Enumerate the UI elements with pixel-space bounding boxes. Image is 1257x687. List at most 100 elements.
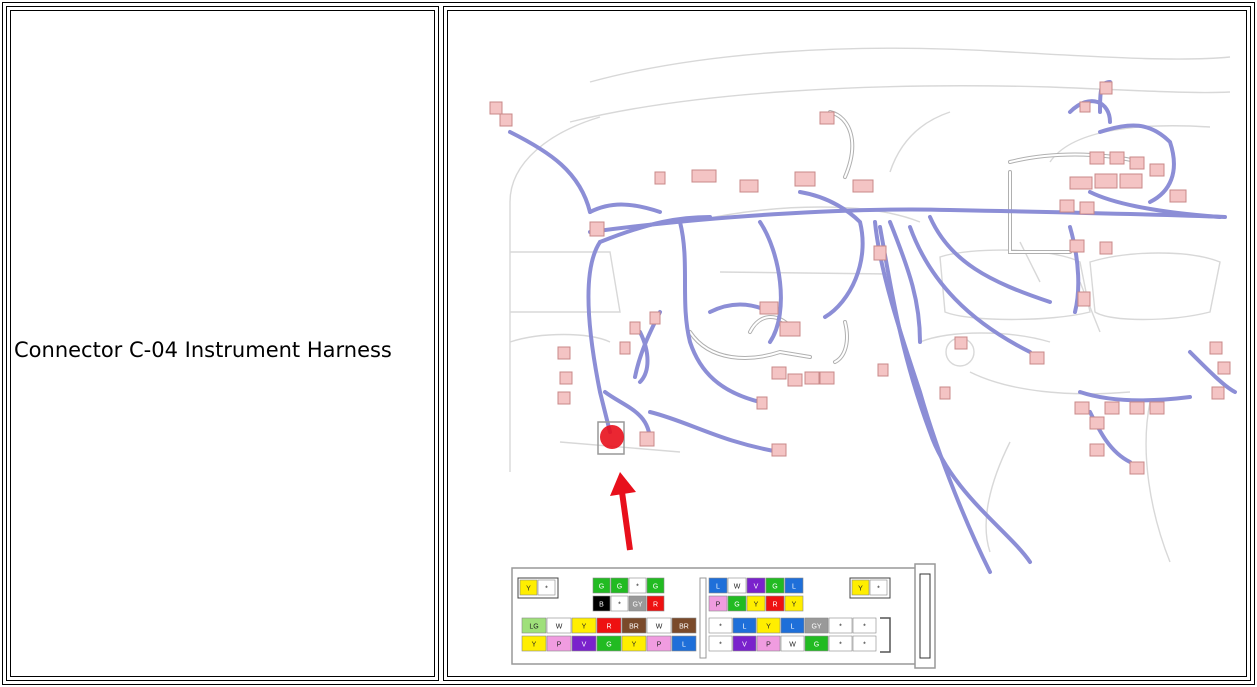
lower-left-row1-pin: LG [521, 617, 547, 634]
lower-right-row2-pin-label: * [863, 642, 866, 649]
lower-left-row1-pin: BR [621, 617, 647, 634]
lower-right-row1-pin: * [852, 617, 877, 634]
connector-label: Connector C-04 Instrument Harness [14, 338, 392, 362]
upper-left-row2-pin: GY [628, 595, 647, 612]
lower-left-row1-pin: BR [671, 617, 697, 634]
lower-right-row2-pin-label: * [719, 642, 722, 649]
upper-right-row2-pin: P [708, 595, 728, 612]
lower-left-row2-pin-label: P [557, 642, 562, 649]
lower-right-row1-pin: Y [756, 617, 781, 634]
top-left-block-pin: Y [519, 579, 538, 596]
upper-right-row2-pin: G [727, 595, 747, 612]
upper-left-row2-pin-label: R [653, 602, 658, 609]
upper-left-row2-pin: R [646, 595, 665, 612]
lower-right-row2-pin-label: G [814, 642, 819, 649]
lower-left-row1-pin-label: BR [629, 624, 639, 631]
dashboard-outline [509, 47, 1231, 563]
upper-left-row1-pin-label: * [636, 584, 639, 591]
upper-right-row1-pin: L [708, 577, 728, 594]
lower-left-row1-pin-label: LG [529, 624, 538, 631]
lower-right-row2-pin: * [828, 635, 853, 652]
upper-left-row1-pin: G [646, 577, 665, 594]
upper-right-row1-pin: V [746, 577, 766, 594]
upper-left-row1-pin: * [628, 577, 647, 594]
lower-left-row2-pin-label: G [606, 642, 611, 649]
top-right-block-pin: Y [851, 579, 870, 596]
lower-right-row2-pin: P [756, 635, 781, 652]
lower-right-row2-pin-label: W [789, 642, 796, 649]
lower-right-row2-pin: * [708, 635, 733, 652]
upper-right-row1-pin-label: L [792, 584, 796, 591]
upper-right-row2-pin: Y [746, 595, 766, 612]
lower-right-row2-pin-label: V [742, 642, 747, 649]
harness-connectors [489, 81, 1231, 475]
upper-right-row1-pin-label: L [716, 584, 720, 591]
upper-left-row1-pin-label: G [599, 584, 604, 591]
upper-right-row2-pin-label: Y [792, 602, 797, 609]
c04-connector-body [597, 421, 625, 455]
lower-left-row2-pin: L [671, 635, 697, 652]
lower-right-row2-pin: * [852, 635, 877, 652]
upper-right-row2-pin-label: Y [754, 602, 759, 609]
lower-right-row2-pin: V [732, 635, 757, 652]
upper-right-row1-pin-label: V [754, 584, 759, 591]
lower-right-row1-pin-label: * [839, 624, 842, 631]
upper-left-row1-pin: G [592, 577, 611, 594]
upper-left-row2-pin-label: * [618, 602, 621, 609]
lower-right-row2-pin-label: * [839, 642, 842, 649]
lower-right-row1-pin-label: L [743, 624, 747, 631]
top-left-block-pin-label: Y [526, 586, 531, 593]
label-cell-inner [10, 10, 435, 677]
lower-left-row2-pin: Y [521, 635, 547, 652]
upper-right-row1-pin: G [765, 577, 785, 594]
lower-right-row1-pin-label: * [863, 624, 866, 631]
lower-right-row1-pin-label: L [791, 624, 795, 631]
upper-right-row2-pin-label: G [734, 602, 739, 609]
top-right-block-pin: * [869, 579, 888, 596]
location-marker [600, 425, 624, 449]
lower-left-row2-pin-label: P [657, 642, 662, 649]
upper-right-row1-pin-label: W [734, 584, 741, 591]
lower-left-row2-pin: V [571, 635, 597, 652]
lower-right-row1-pin: * [708, 617, 733, 634]
lower-left-row1-pin: W [646, 617, 672, 634]
c04-location [597, 421, 636, 551]
upper-right-row1-pin-label: G [772, 584, 777, 591]
lower-right-row1-pin: L [732, 617, 757, 634]
lower-left-row2-pin: G [596, 635, 622, 652]
upper-left-row1-pin-label: G [653, 584, 658, 591]
upper-right-row1-pin: L [784, 577, 804, 594]
lower-right-row1-pin: * [828, 617, 853, 634]
upper-left-row2-pin: B [592, 595, 611, 612]
lower-left-row1-pin-label: W [556, 624, 563, 631]
upper-left-row1-pin: G [610, 577, 629, 594]
lower-left-row1-pin-label: BR [679, 624, 689, 631]
lower-right-row1-pin-label: Y [766, 624, 771, 631]
lower-left-row2-pin-label: Y [632, 642, 637, 649]
upper-left-row2-pin: * [610, 595, 629, 612]
lower-right-row2-pin-label: P [766, 642, 771, 649]
lower-left-row1-pin: R [596, 617, 622, 634]
main-harness [508, 80, 1237, 574]
lower-left-row2-pin-label: L [682, 642, 686, 649]
lower-left-row2-pin: P [546, 635, 572, 652]
lower-left-row2-pin: Y [621, 635, 647, 652]
image-cell-inner [447, 10, 1247, 677]
lower-left-row1-pin: W [546, 617, 572, 634]
lower-left-row2-pin-label: Y [532, 642, 537, 649]
upper-right-row2-pin: R [765, 595, 785, 612]
pointer-arrow-shaft [619, 491, 633, 551]
lower-left-row2-pin-label: V [582, 642, 587, 649]
lower-right-row1-pin: GY [804, 617, 829, 634]
upper-right-row1-pin: W [727, 577, 747, 594]
instrument-panel-harness-diagram: Y*Y*GG*GB*GYRLWVGLPGYRYLGWYRBRWBRYPVGYPL… [489, 47, 1237, 669]
top-left-block-pin-label: * [545, 586, 548, 593]
upper-left-row2-pin-label: B [599, 602, 604, 609]
upper-right-row2-pin-label: P [716, 602, 721, 609]
upper-left-row1-pin-label: G [617, 584, 622, 591]
upper-left-row2-pin-label: GY [632, 602, 642, 609]
top-right-block-pin-label: * [877, 586, 880, 593]
